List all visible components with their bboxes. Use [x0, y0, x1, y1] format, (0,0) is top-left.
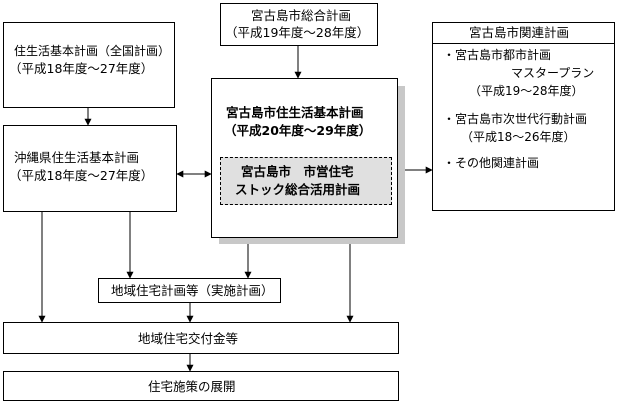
related-item-others: ・その他関連計画 [443, 156, 540, 170]
national-plan-title: 住生活基本計画（全国計画） [14, 44, 171, 58]
related-plans-title: 宮古島市関連計画 [469, 25, 570, 40]
main-plan-title: 宮古島市住生活基本計画 [226, 105, 364, 120]
national-plan-box: 住生活基本計画（全国計画） （平成18年度〜27年度） [3, 22, 175, 108]
okinawa-plan-period: （平成18年度〜27年度） [9, 168, 154, 183]
master-plan-box: 宮古島市総合計画 （平成19年度〜28年度） [220, 3, 378, 46]
master-plan-title: 宮古島市総合計画 [251, 8, 352, 23]
stock-plan-box: 宮古島市 市営住宅 ストック総合活用計画 [220, 157, 392, 205]
stock-plan-subtitle: ストック総合活用計画 [235, 182, 361, 197]
related-item-next-gen-period: （平成18〜26年度） [461, 130, 576, 144]
related-item-next-gen: ・宮古島市次世代行動計画 [443, 112, 588, 126]
okinawa-plan-title: 沖縄県住生活基本計画 [14, 150, 140, 165]
regional-housing-plan-label: 地域住宅計画等（実施計画） [111, 283, 274, 298]
related-item-city-planning-sub: マスタープラン [511, 66, 595, 80]
housing-policy-box: 住宅施策の展開 [3, 371, 399, 401]
housing-grant-box: 地域住宅交付金等 [3, 322, 399, 354]
regional-housing-plan-box: 地域住宅計画等（実施計画） [98, 278, 281, 303]
stock-plan-title: 宮古島市 市営住宅 [241, 164, 354, 179]
national-plan-period: （平成18年度〜27年度） [9, 61, 154, 76]
related-item-city-planning: ・宮古島市都市計画 [443, 48, 552, 62]
main-plan-period: （平成20年度〜29年度） [224, 123, 372, 138]
related-plans-header: 宮古島市関連計画 [433, 23, 614, 44]
main-plan-box: 宮古島市住生活基本計画 （平成20年度〜29年度） 宮古島市 市営住宅 ストック… [211, 78, 398, 238]
related-item-city-planning-period: （平成19〜28年度） [469, 84, 584, 98]
housing-grant-label: 地域住宅交付金等 [138, 331, 239, 346]
housing-policy-label: 住宅施策の展開 [148, 379, 236, 394]
okinawa-plan-box: 沖縄県住生活基本計画 （平成18年度〜27年度） [3, 125, 177, 212]
related-plans-box: 宮古島市関連計画 ・宮古島市都市計画 マスタープラン （平成19〜28年度） ・… [432, 22, 615, 211]
master-plan-period: （平成19年度〜28年度） [225, 25, 370, 40]
